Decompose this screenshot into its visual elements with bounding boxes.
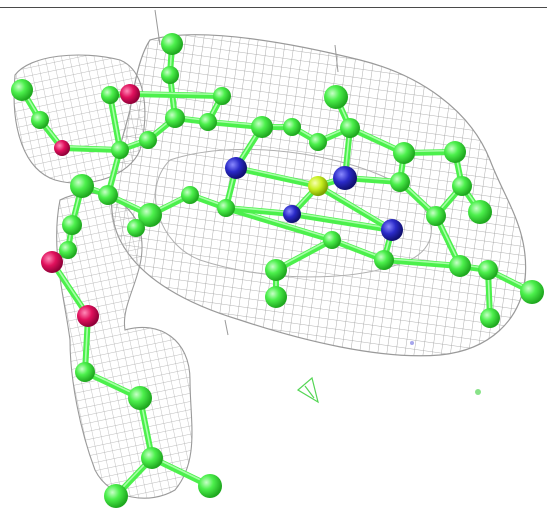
- bond: [223, 205, 335, 243]
- carbon-atom: [444, 141, 466, 163]
- bond-highlight: [225, 205, 293, 214]
- carbon-atom: [31, 111, 49, 129]
- carbon-atom: [520, 280, 544, 304]
- carbon-atom: [374, 250, 394, 270]
- nitrogen-atom: [381, 219, 403, 241]
- mesh-tail-lobe: [56, 192, 193, 499]
- oxygen-atom: [77, 305, 99, 327]
- carbon-atom: [139, 131, 157, 149]
- stray-density-dot: [410, 341, 414, 345]
- carbon-atom: [199, 113, 217, 131]
- carbon-atom: [390, 172, 410, 192]
- nitrogen-atom: [225, 157, 247, 179]
- bond: [233, 165, 321, 189]
- density-mesh: [13, 9, 527, 499]
- bond: [59, 145, 123, 153]
- carbon-atom: [75, 362, 95, 382]
- carbon-atom: [480, 308, 500, 328]
- carbon-atom: [165, 108, 185, 128]
- carbon-atom: [161, 66, 179, 84]
- carbon-atom: [452, 176, 472, 196]
- bond-highlight: [275, 237, 333, 270]
- carbon-atom: [111, 141, 129, 159]
- oxygen-atom: [120, 84, 140, 104]
- carbon-atom: [198, 474, 222, 498]
- carbon-atom: [181, 186, 199, 204]
- bond-highlight: [129, 91, 223, 96]
- mesh-spike: [334, 44, 339, 73]
- carbon-atom: [127, 219, 145, 237]
- mesh-spike: [154, 9, 161, 46]
- carbon-atom: [11, 79, 33, 101]
- carbon-atom: [161, 33, 183, 55]
- carbon-atom: [468, 200, 492, 224]
- carbon-atom: [393, 142, 415, 164]
- carbon-atom: [478, 260, 498, 280]
- nitrogen-atom: [333, 166, 357, 190]
- bond-highlight: [383, 257, 461, 266]
- carbon-atom: [283, 118, 301, 136]
- carbon-atom: [217, 199, 235, 217]
- oxygen-atom: [41, 251, 63, 273]
- carbon-atom: [323, 231, 341, 249]
- stray-density: [296, 341, 481, 404]
- bond: [127, 91, 225, 99]
- stray-density-fragment: [296, 376, 319, 404]
- carbon-atom: [98, 185, 118, 205]
- bond: [315, 183, 395, 233]
- stray-density-dot: [475, 389, 481, 395]
- carbon-atom: [141, 447, 163, 469]
- carbon-atom: [62, 215, 82, 235]
- carbon-atom: [265, 286, 287, 308]
- carbon-atom: [128, 386, 152, 410]
- carbon-atom: [213, 87, 231, 105]
- mesh-spike: [224, 319, 229, 336]
- bond: [223, 205, 295, 217]
- carbon-atom: [309, 133, 327, 151]
- carbon-atom: [324, 85, 348, 109]
- carbon-atom: [104, 484, 128, 508]
- bond-highlight: [235, 165, 319, 186]
- carbon-atom: [59, 241, 77, 259]
- metal-atom: [308, 176, 328, 196]
- carbon-atom: [265, 259, 287, 281]
- carbon-atom: [449, 255, 471, 277]
- carbon-atom: [70, 174, 94, 198]
- carbon-atom: [138, 203, 162, 227]
- nitrogen-atom: [283, 205, 301, 223]
- oxygen-atom: [54, 140, 70, 156]
- carbon-atom: [251, 116, 273, 138]
- bond-highlight: [61, 145, 121, 150]
- carbon-atom: [426, 206, 446, 226]
- bond-highlight: [291, 211, 393, 230]
- carbon-atom: [101, 86, 119, 104]
- atom-layer: [11, 33, 544, 508]
- top-rule: [0, 7, 547, 8]
- bond: [381, 257, 463, 269]
- bond: [289, 211, 395, 233]
- bond-highlight: [317, 183, 393, 230]
- carbon-atom: [340, 118, 360, 138]
